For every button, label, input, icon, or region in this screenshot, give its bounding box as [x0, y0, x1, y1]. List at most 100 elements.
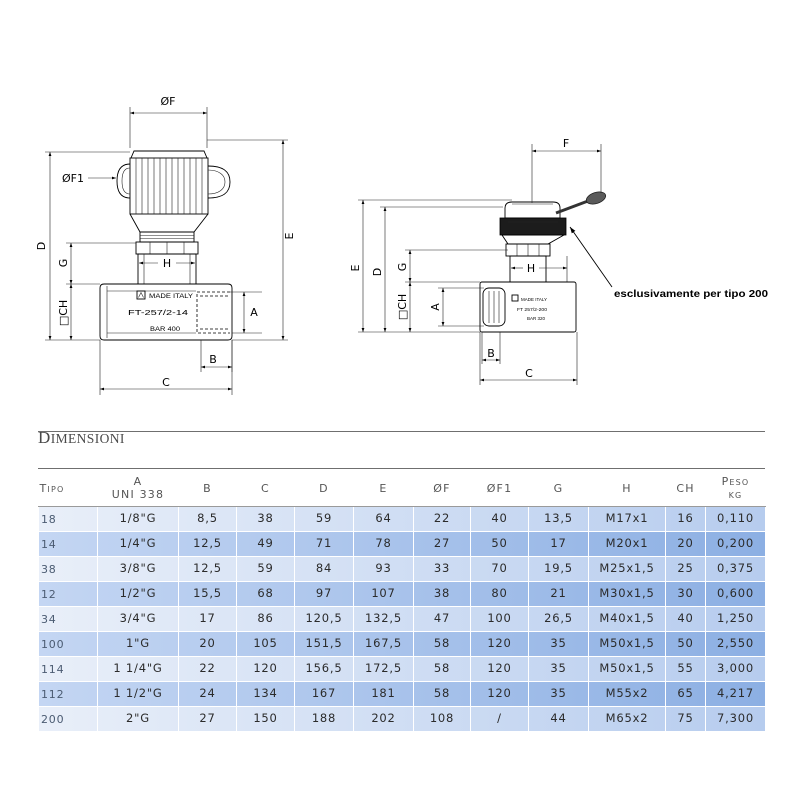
- cell-b: 12,5: [178, 556, 237, 582]
- col-header-d: D: [294, 470, 354, 507]
- cell-peso: 0,200: [705, 531, 766, 557]
- col-header-c: C: [236, 470, 295, 507]
- cell-b: 27: [178, 706, 237, 732]
- cell-e: 78: [353, 531, 414, 557]
- cell-phi-f: 58: [413, 656, 471, 682]
- cell-ch: 20: [665, 531, 706, 557]
- cell-ch: 55: [665, 656, 706, 682]
- cell-ch: 50: [665, 631, 706, 657]
- cell-a: 3/4"G: [97, 606, 179, 632]
- cell-tipo: 114: [38, 656, 98, 682]
- cell-tipo: 38: [38, 556, 98, 582]
- cell-e: 181: [353, 681, 414, 707]
- cell-g: 17: [528, 531, 589, 557]
- cell-e: 202: [353, 706, 414, 732]
- label-c: C: [525, 367, 533, 380]
- cell-peso: 2,550: [705, 631, 766, 657]
- cell-phi-f1: 40: [470, 506, 529, 532]
- cell-c: 59: [236, 556, 295, 582]
- cell-d: 151,5: [294, 631, 354, 657]
- label-f: F: [563, 137, 569, 150]
- label-g: G: [396, 263, 409, 272]
- cell-b: 12,5: [178, 531, 237, 557]
- cell-phi-f1: 80: [470, 581, 529, 607]
- cell-peso: 0,110: [705, 506, 766, 532]
- cell-c: 68: [236, 581, 295, 607]
- cell-e: 64: [353, 506, 414, 532]
- dimension-f: F: [531, 137, 602, 203]
- cell-h: M25x1,5: [588, 556, 666, 582]
- label-b: B: [487, 347, 495, 360]
- cell-a: 1/4"G: [97, 531, 179, 557]
- cell-a: 2"G: [97, 706, 179, 732]
- cell-h: M65x2: [588, 706, 666, 732]
- cell-d: 59: [294, 506, 354, 532]
- cell-e: 167,5: [353, 631, 414, 657]
- valve-drawing-right: MADE ITALY FT 257/2-200 BAR 320 F E D G …: [349, 137, 768, 385]
- cell-d: 97: [294, 581, 354, 607]
- col-header-e: E: [353, 470, 414, 507]
- cell-phi-f: 27: [413, 531, 471, 557]
- handwheel: [116, 150, 231, 233]
- body-marking-model: FT-257/2-14: [128, 310, 188, 317]
- dimension-e: E: [349, 199, 512, 333]
- cell-peso: 0,600: [705, 581, 766, 607]
- label-a: A: [250, 306, 258, 319]
- cell-h: M40x1,5: [588, 606, 666, 632]
- body-marking-brand: MADE ITALY: [149, 294, 193, 300]
- lever-ball: [585, 191, 607, 205]
- valve-body: MADE ITALY FT-257/2-14 BAR 400: [99, 283, 233, 341]
- label-ch: □CH: [396, 294, 409, 320]
- cell-c: 49: [236, 531, 295, 557]
- dimension-a: A: [429, 287, 484, 327]
- cell-h: M30x1,5: [588, 581, 666, 607]
- cell-g: 44: [528, 706, 589, 732]
- divider-header: [38, 468, 765, 469]
- valve-body: MADE ITALY FT 257/2-200 BAR 320: [479, 281, 577, 333]
- cell-peso: 1,250: [705, 606, 766, 632]
- cell-e: 107: [353, 581, 414, 607]
- cell-ch: 65: [665, 681, 706, 707]
- cell-peso: 4,217: [705, 681, 766, 707]
- cell-phi-f1: 50: [470, 531, 529, 557]
- label-e: E: [349, 264, 362, 271]
- label-h: H: [163, 257, 171, 270]
- cell-tipo: 14: [38, 531, 98, 557]
- col-header-g: G: [528, 470, 589, 507]
- cell-phi-f1: 120: [470, 681, 529, 707]
- cell-phi-f: 108: [413, 706, 471, 732]
- label-d: D: [35, 242, 48, 250]
- cell-phi-f: 22: [413, 506, 471, 532]
- col-header-ch: CH: [665, 470, 706, 507]
- cell-a: 3/8"G: [97, 556, 179, 582]
- cell-phi-f: 38: [413, 581, 471, 607]
- cell-phi-f: 58: [413, 681, 471, 707]
- dimension-b: B: [200, 340, 233, 372]
- cell-peso: 0,375: [705, 556, 766, 582]
- cell-b: 24: [178, 681, 237, 707]
- cell-phi-f1: 70: [470, 556, 529, 582]
- cell-phi-f1: 120: [470, 656, 529, 682]
- col-header-b: B: [178, 470, 237, 507]
- cell-phi-f: 58: [413, 631, 471, 657]
- dimension-h: H: [511, 262, 567, 275]
- dimension-phi-f: ØF: [129, 95, 208, 148]
- cell-peso: 3,000: [705, 656, 766, 682]
- dimension-c: C: [479, 332, 578, 385]
- body-marking-model: FT 257/2-200: [517, 307, 548, 312]
- label-phi-f1: ØF1: [62, 172, 84, 185]
- divider-top: [38, 431, 765, 432]
- cell-h: M17x1: [588, 506, 666, 532]
- section-title: DIMENSIONI: [38, 428, 125, 447]
- label-ch: □CH: [57, 300, 70, 326]
- cell-ch: 25: [665, 556, 706, 582]
